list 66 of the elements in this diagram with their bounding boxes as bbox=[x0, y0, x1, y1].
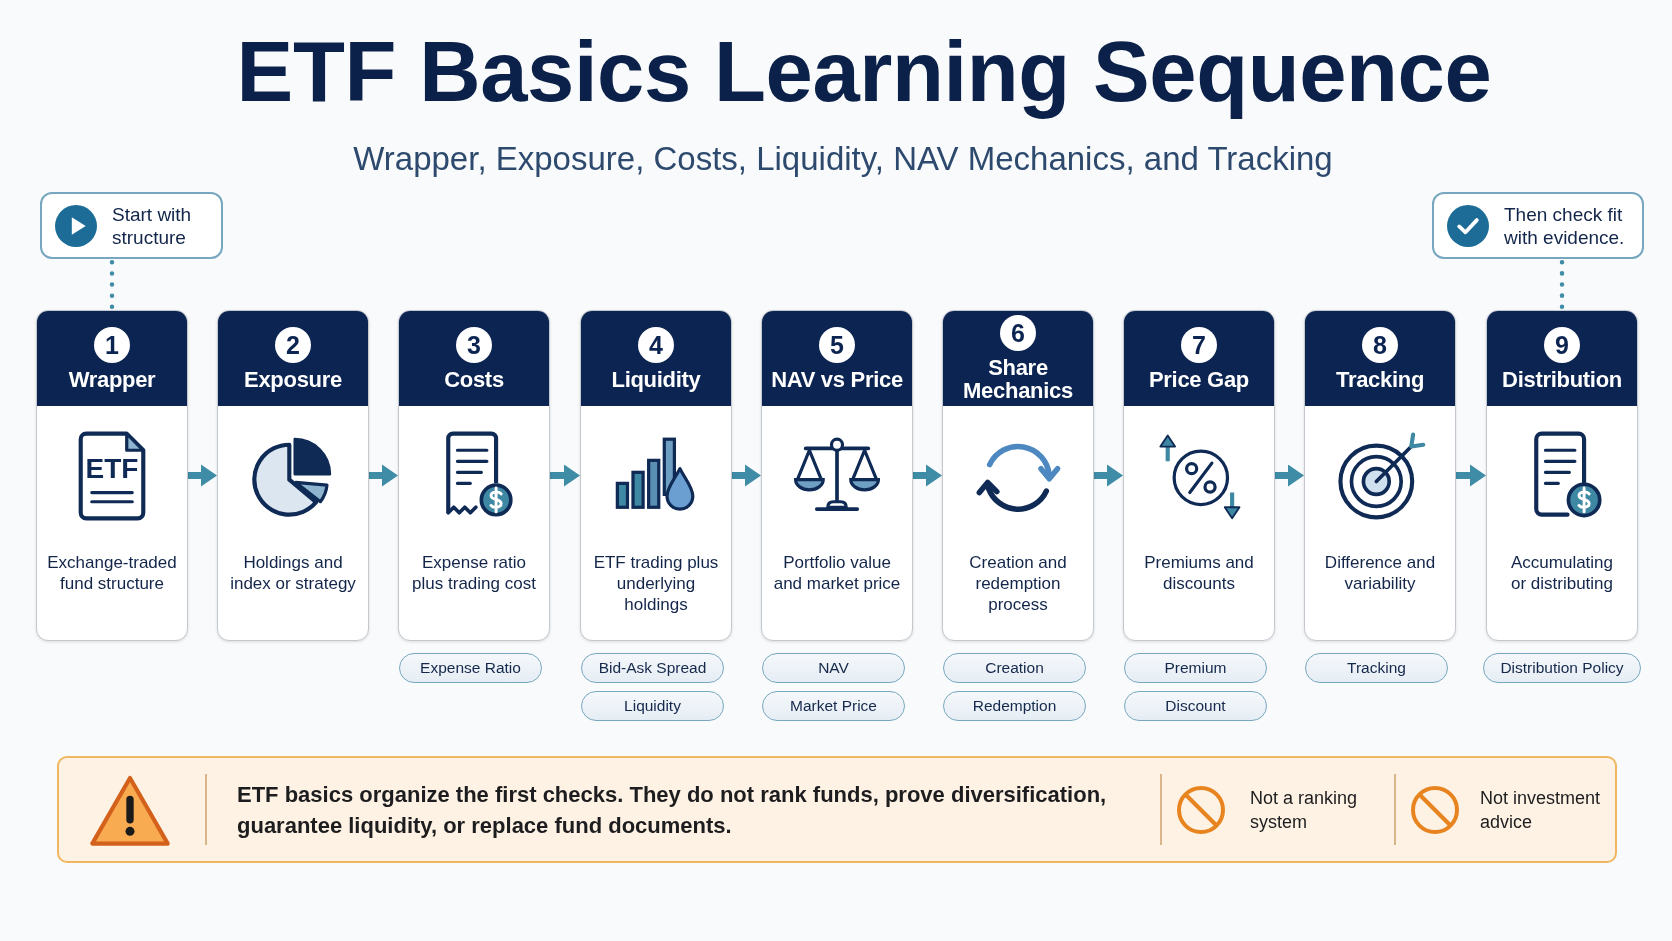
step-number: 4 bbox=[638, 326, 674, 363]
icon-label: ETF bbox=[85, 454, 139, 484]
step-card bbox=[1123, 310, 1275, 641]
subtitle: Wrapper, Exposure, Costs, Liquidity, NAV Mechanics, and Tracking bbox=[353, 140, 1333, 178]
term-tag: Tracking bbox=[1305, 653, 1448, 683]
term-tag: Market Price bbox=[762, 691, 905, 721]
step-number: 6 bbox=[1000, 315, 1036, 351]
arrow bbox=[913, 464, 942, 487]
step-title: NAV vs Price bbox=[770, 367, 904, 391]
step-description: Exchange-traded fund structure bbox=[46, 552, 178, 594]
step-title: Costs bbox=[443, 367, 505, 391]
step-number: 7 bbox=[1181, 326, 1217, 363]
term-tag: Discount bbox=[1124, 691, 1267, 721]
callout-text: Then check fit with evidence. bbox=[1504, 202, 1626, 249]
disclaimer-text: ETF basics organize the first checks. They do not rank funds, prove diversification, guarantee liquidity, or replace fund documents. bbox=[237, 780, 1108, 840]
term-tag: Liquidity bbox=[581, 691, 724, 721]
step-number: 1 bbox=[94, 326, 130, 363]
step-description: Creation and redemption process bbox=[968, 552, 1068, 615]
term-tag: Redemption bbox=[943, 691, 1086, 721]
step-card bbox=[761, 310, 913, 641]
step-title: Tracking bbox=[1334, 367, 1426, 391]
arrow bbox=[1275, 464, 1304, 487]
step-number: 8 bbox=[1362, 326, 1398, 363]
term-tag: Creation bbox=[943, 653, 1086, 683]
step-number: 2 bbox=[275, 326, 311, 363]
term-tag: Distribution Policy bbox=[1483, 653, 1641, 683]
step-card bbox=[580, 310, 732, 641]
step-card bbox=[1304, 310, 1456, 641]
arrow bbox=[550, 464, 580, 487]
callout-card bbox=[1432, 192, 1644, 259]
callout-text: Start with structure bbox=[112, 202, 193, 249]
step-description: Holdings and index or strategy bbox=[229, 552, 357, 594]
step-description: Accumulating or distributing bbox=[1509, 552, 1615, 594]
step-title: Exposure bbox=[243, 367, 343, 391]
term-tag: Bid-Ask Spread bbox=[581, 653, 724, 683]
step-card bbox=[217, 310, 369, 641]
step-title: Share Mechanics bbox=[962, 356, 1074, 402]
step-title: Price Gap bbox=[1148, 367, 1250, 391]
step-number: 9 bbox=[1544, 326, 1580, 363]
callout-card bbox=[40, 192, 223, 259]
step-description: ETF trading plus underlying holdings bbox=[592, 552, 720, 615]
step-number: 5 bbox=[819, 326, 855, 363]
step-card bbox=[1486, 310, 1638, 641]
term-tag: Expense Ratio bbox=[399, 653, 542, 683]
step-description: Premiums and discounts bbox=[1143, 552, 1255, 594]
step-description: Difference and variability bbox=[1323, 552, 1437, 594]
step-card bbox=[942, 310, 1094, 641]
disclaimer-banner bbox=[57, 756, 1617, 863]
arrow bbox=[188, 464, 217, 487]
step-description: Portfolio value and market price bbox=[772, 552, 902, 594]
arrow bbox=[1094, 464, 1123, 487]
step-title: Distribution bbox=[1501, 367, 1623, 391]
step-title: Liquidity bbox=[610, 367, 702, 391]
note-text: Not investment advice bbox=[1480, 786, 1602, 834]
arrow bbox=[1456, 464, 1486, 487]
step-card bbox=[398, 310, 550, 641]
term-tag: Premium bbox=[1124, 653, 1267, 683]
arrow bbox=[732, 464, 761, 487]
step-card bbox=[36, 310, 188, 641]
note-text: Not a ranking system bbox=[1250, 786, 1359, 834]
step-title: Wrapper bbox=[67, 367, 157, 391]
term-tag: NAV bbox=[762, 653, 905, 683]
arrow bbox=[369, 464, 398, 487]
title: ETF Basics Learning Sequence bbox=[236, 23, 1492, 121]
step-number: 3 bbox=[456, 326, 492, 363]
step-description: Expense ratio plus trading cost bbox=[411, 552, 537, 594]
